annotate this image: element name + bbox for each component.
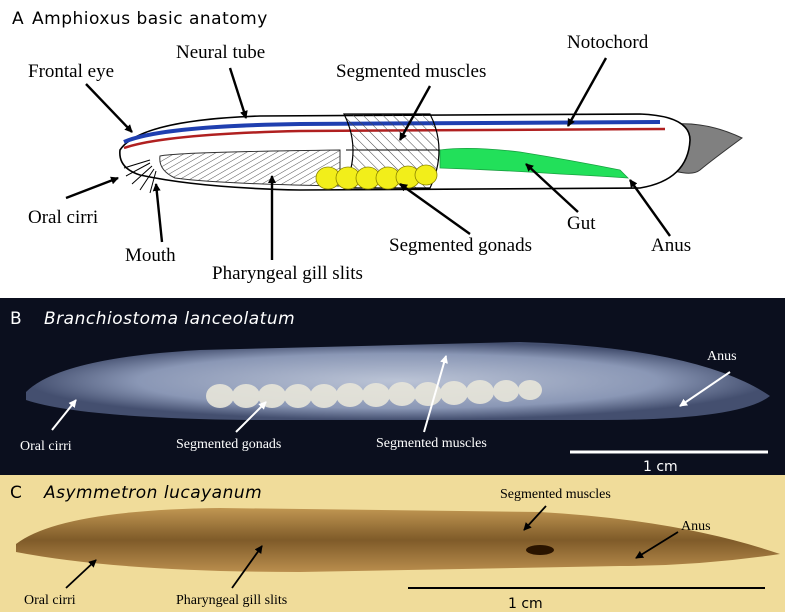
- label-c-segmented-muscles: Segmented muscles: [500, 487, 611, 502]
- label-b-anus: Anus: [707, 349, 737, 364]
- label-b-segmented-gonads: Segmented gonads: [176, 437, 281, 452]
- label-c-oral-cirri: Oral cirri: [24, 593, 76, 608]
- label-b-oral-cirri: Oral cirri: [20, 439, 72, 454]
- scale-bar-c-label: 1 cm: [508, 596, 543, 612]
- label-frontal-eye: Frontal eye: [28, 61, 114, 82]
- panel-a-title: Amphioxus basic anatomy: [32, 9, 268, 29]
- label-segmented-gonads: Segmented gonads: [389, 235, 532, 256]
- arrow-segmented-gonads: [400, 184, 470, 234]
- specimen-c-dark-mass: [526, 545, 554, 555]
- arrow-mouth: [156, 184, 162, 242]
- label-c-anus: Anus: [681, 519, 711, 534]
- label-segmented-muscles: Segmented muscles: [336, 61, 486, 82]
- label-c-pharyngeal-gill-slits: Pharyngeal gill slits: [176, 593, 287, 608]
- arrow-anus: [630, 180, 670, 236]
- label-notochord: Notochord: [567, 32, 649, 53]
- panel-a-letter: A: [12, 9, 24, 29]
- label-pharyngeal-gill-slits: Pharyngeal gill slits: [212, 263, 363, 284]
- panel-b-species: Branchiostoma lanceolatum: [44, 309, 295, 329]
- arrow-frontal-eye: [86, 84, 132, 132]
- panel-b-letter: B: [10, 309, 22, 329]
- arrow-neural-tube: [230, 68, 246, 118]
- label-gut: Gut: [567, 213, 596, 234]
- panel-b: B Branchiostoma lanceolatum Oral cirri S…: [0, 298, 785, 475]
- label-anus: Anus: [651, 235, 691, 256]
- label-b-segmented-muscles: Segmented muscles: [376, 436, 487, 451]
- panel-a: A Amphioxus basic anatomy: [12, 9, 742, 284]
- label-oral-cirri: Oral cirri: [28, 207, 98, 228]
- label-neural-tube: Neural tube: [176, 42, 265, 63]
- arrow-oral-cirri: [66, 178, 118, 198]
- panel-c-species: Asymmetron lucayanum: [43, 483, 262, 503]
- panel-c-letter: C: [10, 483, 22, 503]
- scale-bar-b-label: 1 cm: [643, 459, 678, 475]
- label-mouth: Mouth: [125, 245, 176, 266]
- panel-c: C Asymmetron lucayanum Oral cirri Pharyn…: [0, 475, 785, 612]
